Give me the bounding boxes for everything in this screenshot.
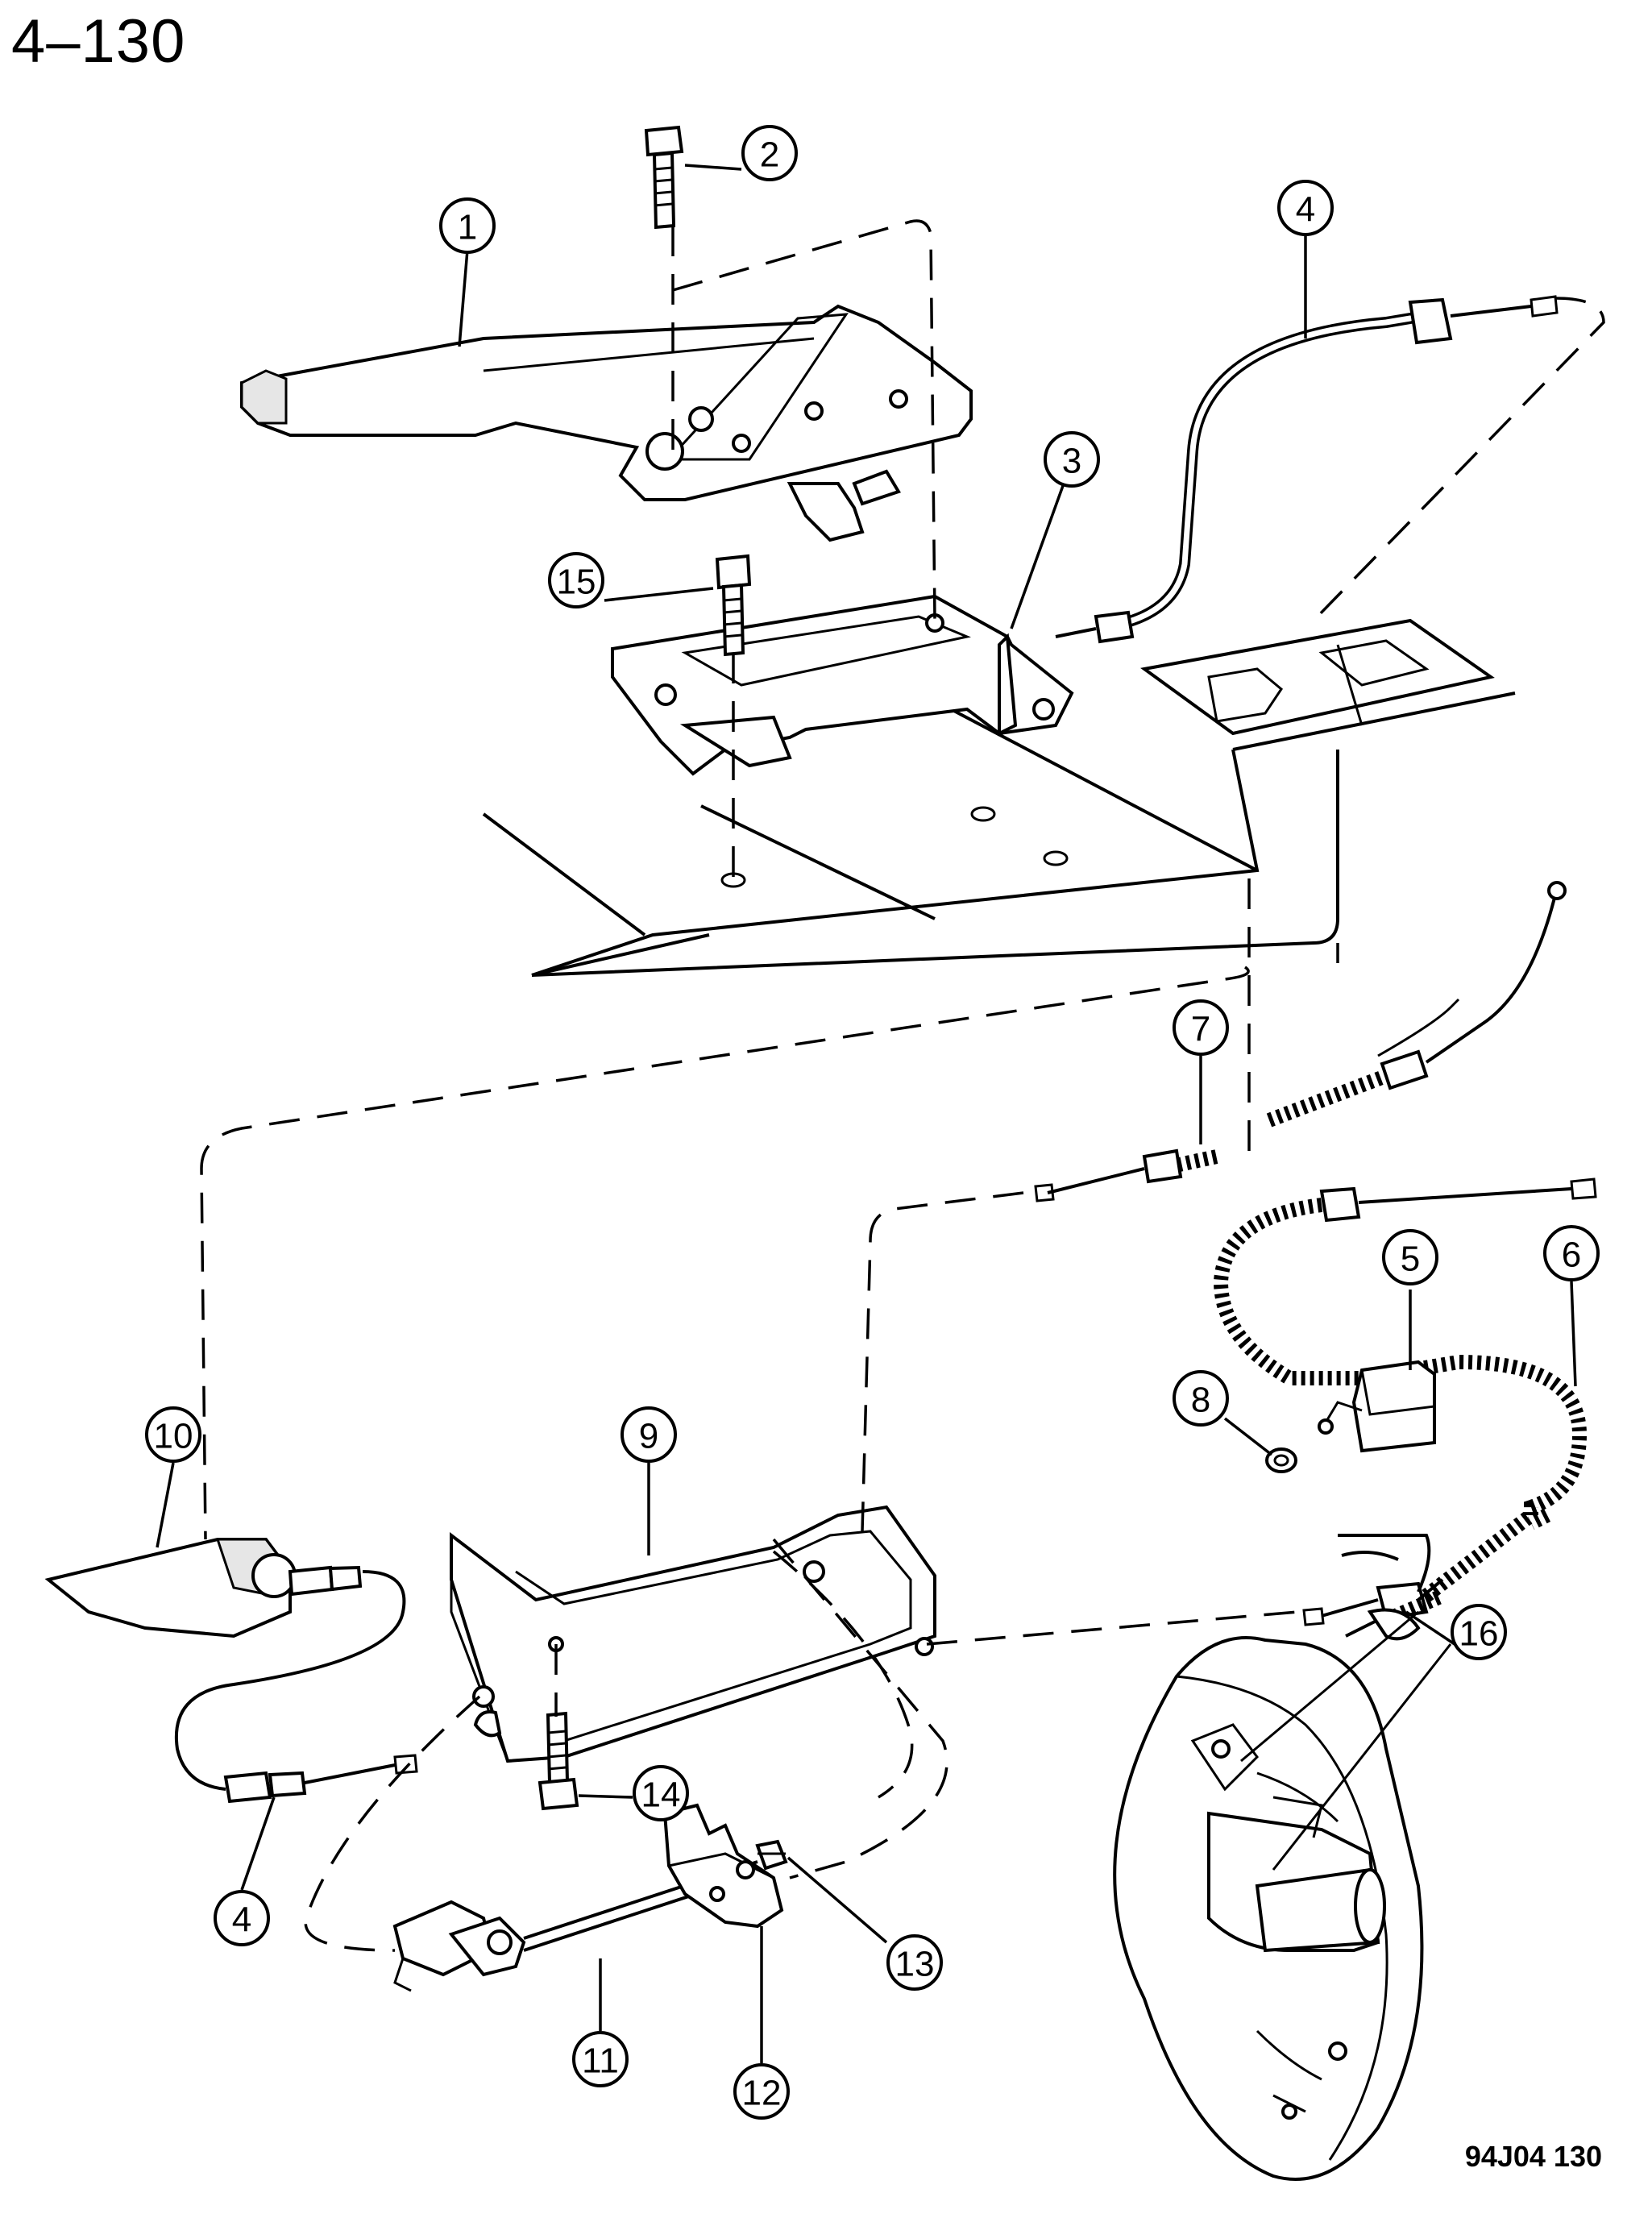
lever-bolt <box>644 125 684 230</box>
equalizer-bolt <box>538 1711 579 1811</box>
callout-15: 15 <box>548 552 604 608</box>
cable-bracket <box>1318 1360 1436 1453</box>
svg-text:11: 11 <box>582 2041 619 2081</box>
svg-text:4: 4 <box>1296 190 1315 230</box>
equalizer-mount-bracket <box>662 1803 784 1929</box>
callout-4-bottom: 4 <box>214 1890 270 1946</box>
floor-hole <box>970 806 996 822</box>
floor-passthrough-plate <box>1140 618 1495 736</box>
callout-1: 1 <box>439 197 496 254</box>
callout-leaders <box>156 164 1577 2063</box>
callout-8: 8 <box>1173 1370 1229 1427</box>
callout-11: 11 <box>572 2031 629 2087</box>
floor-hole <box>1043 850 1069 866</box>
callout-3: 3 <box>1044 431 1100 488</box>
svg-text:12: 12 <box>742 2074 782 2113</box>
pivot-bolt-hole <box>645 432 684 471</box>
svg-text:7: 7 <box>1191 1010 1210 1049</box>
callout-6: 6 <box>1543 1225 1600 1281</box>
callout-16: 16 <box>1451 1604 1507 1660</box>
callout-4-top: 4 <box>1277 180 1334 236</box>
front-cable <box>1055 295 1559 644</box>
bracket-nut <box>1265 1447 1297 1473</box>
callout-10: 10 <box>145 1406 201 1463</box>
svg-text:4: 4 <box>232 1900 251 1940</box>
svg-text:5: 5 <box>1401 1240 1420 1279</box>
parking-brake-lever <box>240 304 973 542</box>
equalizer-bracket <box>450 1505 936 1763</box>
callout-5: 5 <box>1382 1229 1438 1285</box>
svg-text:3: 3 <box>1062 442 1081 481</box>
assembly-guide-lines <box>200 219 1605 1952</box>
svg-text:14: 14 <box>641 1776 681 1815</box>
svg-text:13: 13 <box>895 1945 935 1984</box>
floor-pan <box>482 618 1516 977</box>
adjuster-nut <box>755 1839 788 1871</box>
svg-text:2: 2 <box>760 135 779 175</box>
svg-text:6: 6 <box>1562 1236 1581 1275</box>
callout-9: 9 <box>621 1406 677 1463</box>
svg-text:8: 8 <box>1191 1381 1210 1420</box>
callout-7: 7 <box>1173 999 1229 1056</box>
front-to-equalizer-cable <box>1034 881 1567 1202</box>
svg-text:9: 9 <box>639 1417 658 1456</box>
callout-14: 14 <box>633 1765 689 1821</box>
svg-text:1: 1 <box>458 208 477 247</box>
svg-text:15: 15 <box>557 563 596 602</box>
figure-code: 94J04 130 <box>1464 2140 1602 2173</box>
callout-2: 2 <box>741 125 798 181</box>
page-number: 4–130 <box>11 7 186 76</box>
callout-13: 13 <box>886 1934 943 1991</box>
lever-mounting-bracket <box>611 594 1074 776</box>
cable-guide-bracket <box>44 1538 363 1638</box>
callout-12: 12 <box>733 2063 790 2120</box>
bracket-bolt <box>715 554 752 657</box>
cable-clevis <box>787 482 865 542</box>
lever-grip <box>240 369 288 425</box>
left-rear-cable <box>174 1570 418 1804</box>
svg-text:10: 10 <box>154 1417 193 1456</box>
svg-text:16: 16 <box>1459 1614 1499 1654</box>
rear-brake-assembly <box>1113 1534 1492 2181</box>
